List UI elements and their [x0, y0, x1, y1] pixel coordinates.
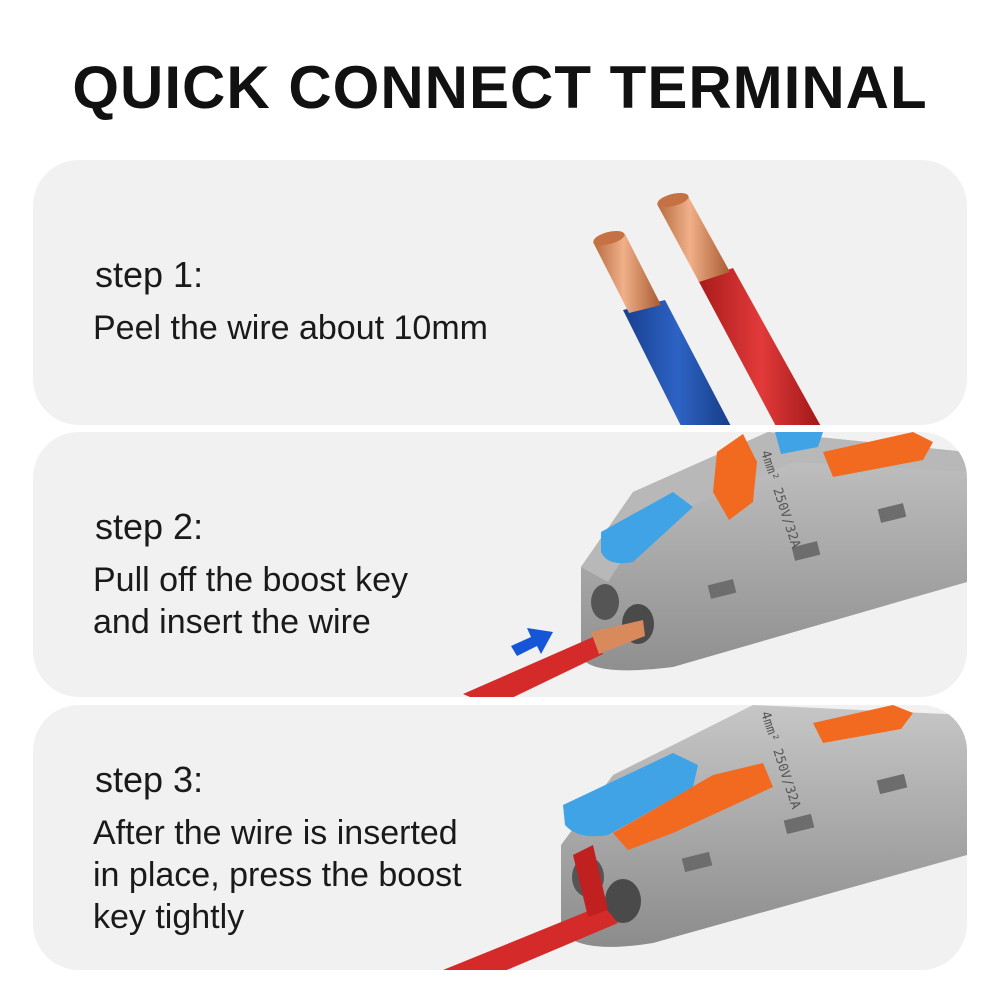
step-3-line: After the wire is inserted: [93, 814, 458, 852]
arrow-right-icon: [511, 628, 553, 656]
step-2-heading: step 2:: [95, 506, 204, 547]
wire-hole: [591, 584, 619, 620]
step-2-line: Pull off the boost key: [93, 561, 409, 599]
step-2-panel: step 2: Pull off the boost key and inser…: [33, 432, 967, 697]
red-wire: [463, 620, 645, 697]
connector-closed-illustration: 4mm² 250V/32A: [443, 705, 967, 970]
step-3-line: in place, press the boost: [93, 856, 462, 894]
step-3-heading: step 3:: [95, 759, 204, 800]
step-3-description: After the wire is inserted in place, pre…: [93, 812, 553, 938]
step-3-panel: step 3: After the wire is inserted in pl…: [33, 705, 967, 970]
step-1-panel: step 1: Peel the wire about 10mm: [33, 160, 967, 425]
step-1-heading: step 1:: [95, 254, 204, 295]
orange-boost-key: [713, 432, 933, 520]
blue-boost-key: [601, 432, 823, 564]
page-title: QUICK CONNECT TERMINAL: [72, 54, 928, 121]
orange-boost-key: [613, 705, 913, 850]
step-2-line: and insert the wire: [93, 603, 371, 641]
stripped-wires-illustration: [593, 193, 821, 425]
blue-wire: [593, 231, 731, 425]
wire-hole: [605, 879, 641, 923]
step-2-description: Pull off the boost key and insert the wi…: [93, 559, 553, 643]
step-3-line: key tightly: [93, 898, 245, 936]
blue-boost-key: [563, 753, 698, 837]
connector-open-illustration: 4mm² 250V/32A: [463, 432, 967, 697]
red-wire: [443, 845, 618, 970]
step-1-line: Peel the wire about 10mm: [93, 309, 488, 347]
step-1-description: Peel the wire about 10mm: [93, 307, 553, 349]
red-wire: [657, 193, 821, 425]
